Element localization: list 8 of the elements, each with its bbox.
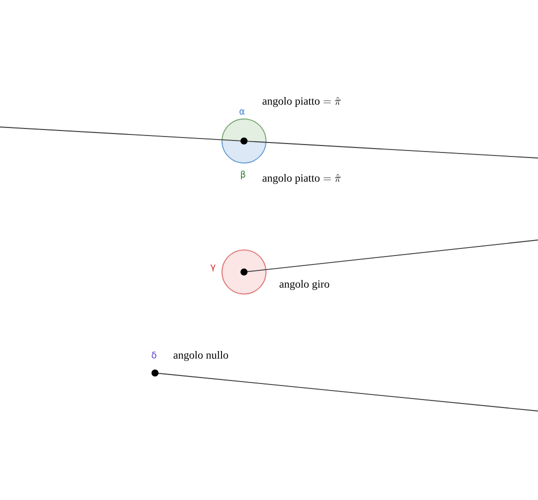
angle-caption: $\text{angolo piatto} = \hat{\pi}$ xyxy=(262,174,341,184)
angle-symbol: δ xyxy=(152,352,156,358)
angle-caption: angolo nullo xyxy=(174,351,228,361)
angle-symbol: γ xyxy=(210,264,216,272)
angle-caption: angolo giro xyxy=(280,280,330,290)
angle-symbol: β xyxy=(240,170,246,180)
angle-symbol: α xyxy=(240,109,245,115)
angle-caption: $\text{angolo piatto} = \hat{\pi}$ xyxy=(262,97,341,107)
